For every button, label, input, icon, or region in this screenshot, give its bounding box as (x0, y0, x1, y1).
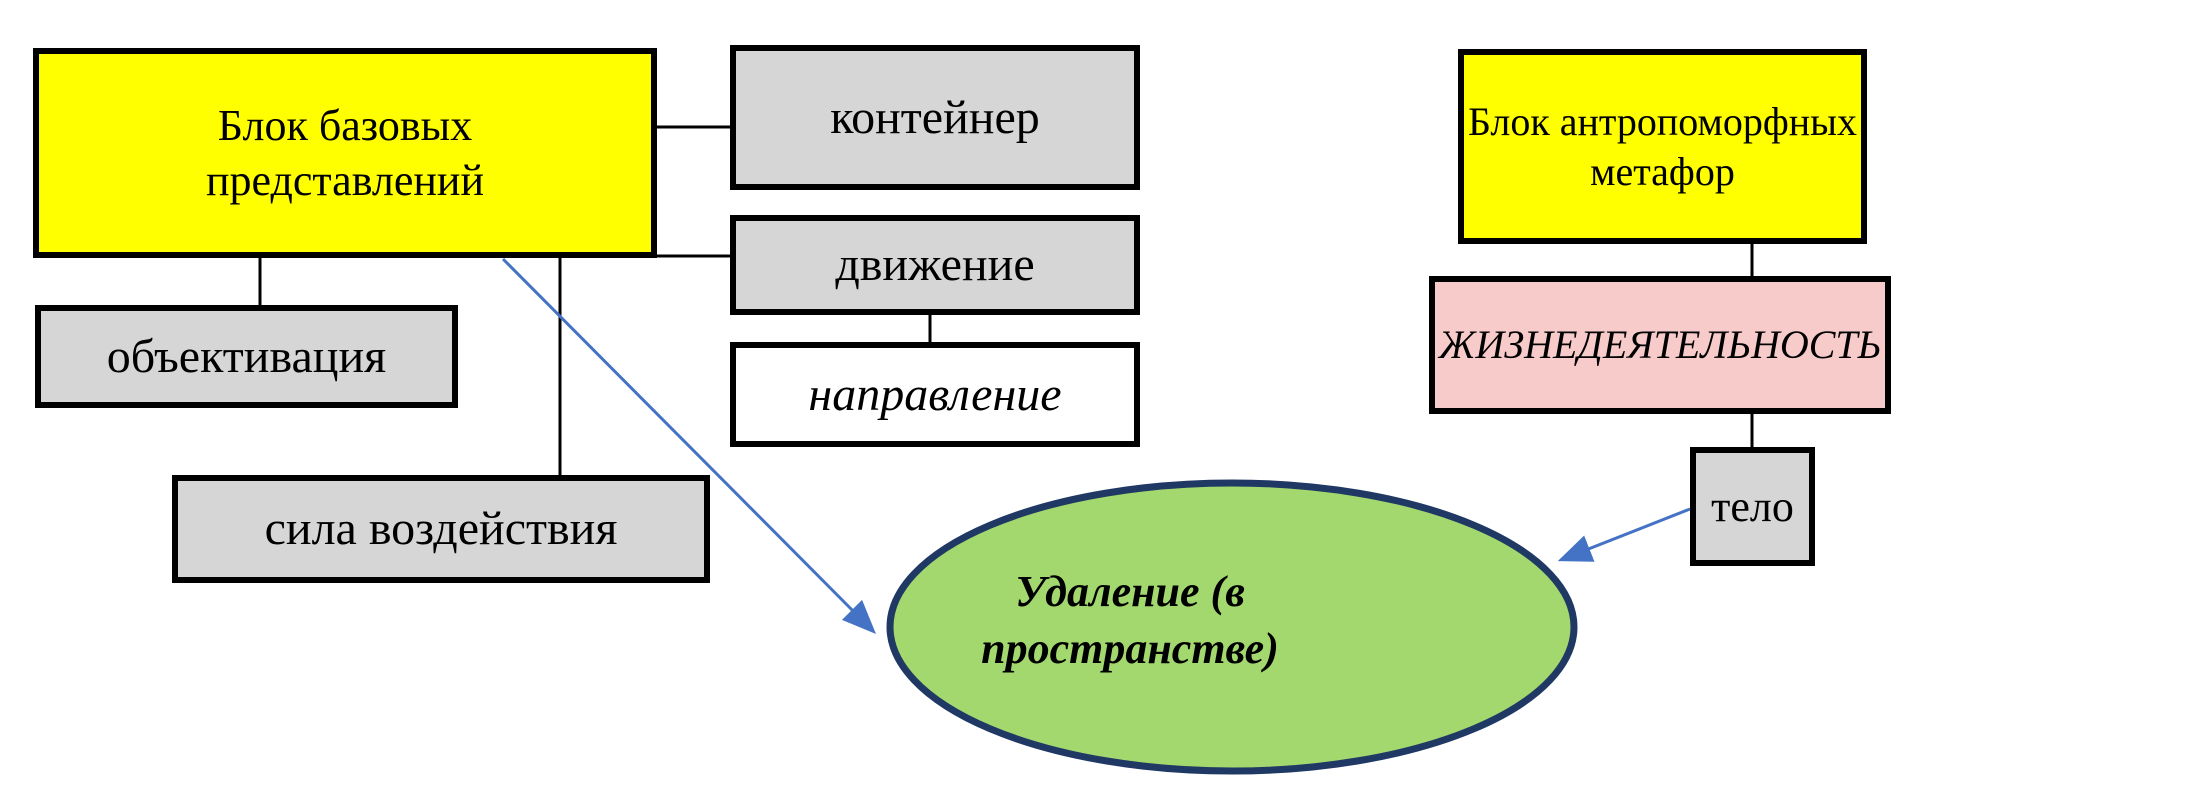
block-direction: направление (730, 342, 1140, 447)
block-movement-label: движение (835, 238, 1035, 291)
block-body-label: тело (1711, 482, 1794, 531)
block-direction-label: направление (808, 367, 1062, 421)
block-container-label: контейнер (830, 90, 1040, 144)
block-life-activity-label: ЖИЗНЕДЕЯТЕЛЬНОСТЬ (1438, 322, 1882, 367)
block-life-activity: ЖИЗНЕДЕЯТЕЛЬНОСТЬ (1429, 276, 1891, 414)
block-container: контейнер (730, 45, 1140, 190)
block-movement: движение (730, 215, 1140, 315)
block-body: тело (1690, 447, 1815, 566)
block-objectivation: объективация (35, 305, 458, 408)
arrow-body-to-ellipse (1557, 507, 1691, 562)
block-anthropomorphic-metaphors: Блок антропоморфных метафор (1458, 49, 1867, 244)
block-force-of-impact: сила воздействия (172, 475, 710, 583)
block-force-of-impact-label: сила воздействия (264, 502, 618, 555)
removal-ellipse-label: Удаление (в пространстве) (981, 567, 1279, 674)
block-objectivation-label: объективация (106, 329, 387, 383)
block-base-representations-label: Блок базовых представлений (205, 101, 485, 205)
block-anthropomorphic-metaphors-label: Блок антропоморфных метафор (1467, 98, 1858, 194)
arrow-base-to-ellipse (501, 257, 876, 635)
removal-ellipse (886, 479, 1578, 775)
block-base-representations: Блок базовых представлений (33, 48, 657, 258)
